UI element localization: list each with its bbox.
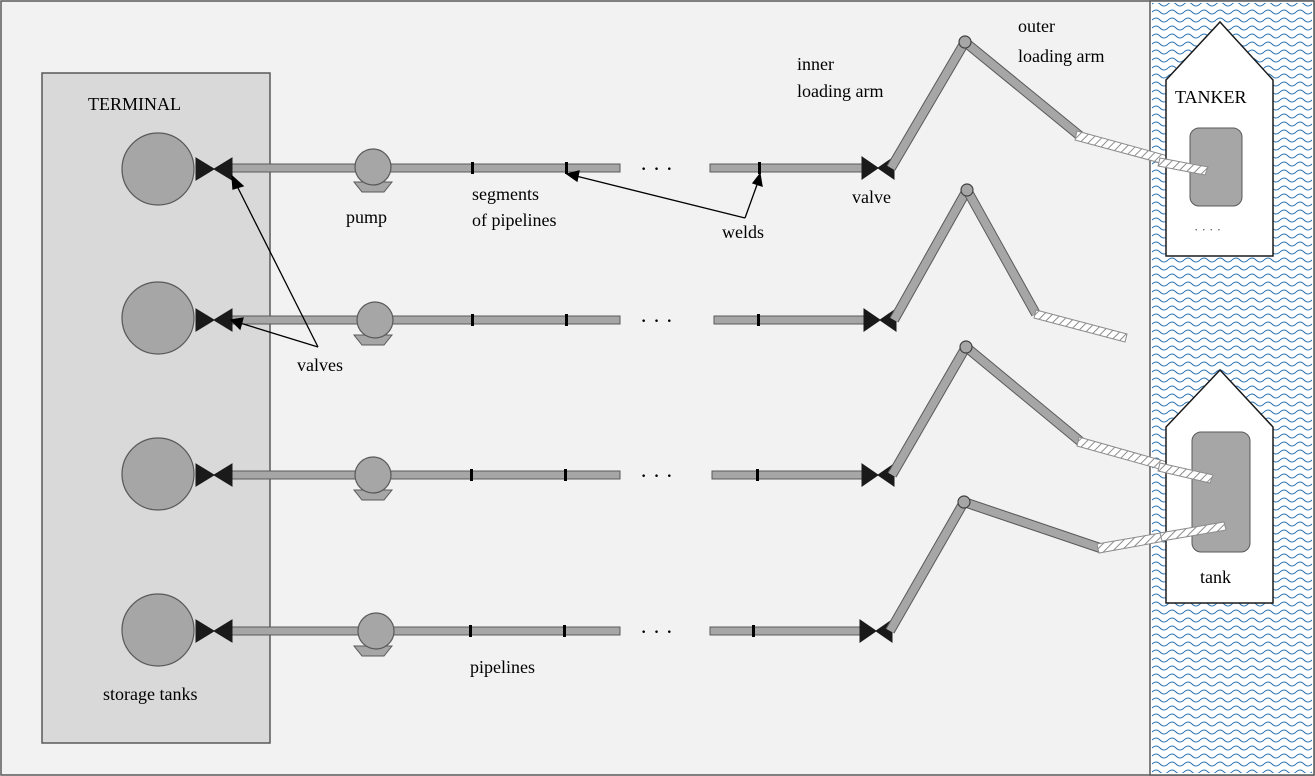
arrow-line [575, 175, 746, 219]
loading-hose [1033, 309, 1128, 343]
weld-mark [758, 162, 761, 174]
storage-tank [121, 281, 195, 355]
arrow-line [744, 181, 759, 219]
pipeline-segment [709, 626, 863, 636]
arm-valves [859, 156, 897, 643]
tanker-tank [1191, 431, 1251, 553]
storage-tanks [121, 132, 195, 667]
pipelines-group [229, 163, 865, 636]
valve-icon [195, 619, 233, 643]
pump-icon [352, 612, 395, 657]
inner-arm-label-line2: loading arm [797, 81, 883, 101]
pipeline-ellipsis: · · · [640, 308, 673, 333]
pipelines-label: pipelines [470, 657, 535, 677]
arrow-head [231, 174, 245, 190]
weld-mark [752, 625, 755, 637]
tank-label: tank [1200, 567, 1231, 587]
pump-icon [352, 301, 394, 346]
pipeline-segment [229, 626, 621, 636]
terminal-valves [195, 157, 233, 643]
valve-label: valve [852, 187, 891, 207]
arrow-head [229, 317, 244, 331]
pipeline-segment [229, 163, 621, 173]
inner-arm-label-line1: inner [797, 54, 834, 74]
valve-icon [861, 463, 895, 487]
arm-joint [957, 495, 971, 509]
weld-mark [565, 162, 568, 174]
tanker-label: TANKER [1175, 87, 1247, 107]
outer-arm-label-line2: loading arm [1018, 46, 1104, 66]
tanker-tank-ellipsis: · · · · [1194, 222, 1221, 237]
pipeline-segment [711, 470, 863, 480]
weld-mark [470, 469, 473, 481]
weld-mark [756, 469, 759, 481]
pipeline-ellipsis: · · · [640, 619, 673, 644]
outer-arm-label-line1: outer [1018, 16, 1055, 36]
arrow-line [239, 322, 319, 348]
loading-arm [889, 183, 1128, 343]
arrow-head [751, 172, 763, 187]
pumps-group [352, 148, 395, 657]
weld-mark [471, 162, 474, 174]
storage-tank [121, 593, 195, 667]
tanker-bottom [1165, 368, 1274, 604]
tanker-top: TANKER · · · · [1165, 20, 1274, 257]
pipeline-segment [709, 163, 863, 173]
weld-mark [471, 314, 474, 326]
pipeline-ellipsis: · · · [640, 156, 673, 181]
arrow-head [565, 170, 580, 183]
loading-hose [1159, 521, 1227, 542]
arm-joint [960, 183, 974, 197]
pipeline-segment [229, 470, 621, 480]
arm-joint [958, 35, 972, 49]
pump-icon [352, 456, 394, 501]
valve-icon [195, 157, 233, 181]
pump-icon [352, 148, 394, 193]
loading-arms [885, 35, 1227, 634]
valves-label: valves [297, 355, 343, 375]
annotation-arrows [229, 170, 763, 348]
weld-mark [469, 625, 472, 637]
pipeline-segment [229, 315, 621, 325]
welds-group [469, 162, 761, 637]
pipeline-segment [713, 315, 865, 325]
weld-mark [563, 625, 566, 637]
storage-tanks-label: storage tanks [103, 684, 197, 704]
welds-label: welds [722, 222, 764, 242]
arm-joint [959, 340, 973, 354]
valve-icon [863, 308, 897, 332]
weld-mark [564, 469, 567, 481]
arrow-line [235, 183, 319, 348]
valve-icon [195, 463, 233, 487]
loading-hose [1157, 157, 1209, 176]
terminal-label: TERMINAL [88, 94, 181, 114]
weld-mark [757, 314, 760, 326]
segments-label-line2: of pipelines [472, 210, 556, 230]
storage-tank [121, 132, 195, 206]
pump-label: pump [346, 207, 387, 227]
segments-label-line1: segments [472, 184, 539, 204]
pipeline-ellipsis: · · · [640, 463, 673, 488]
weld-mark [565, 314, 568, 326]
storage-tank [121, 437, 195, 511]
loading-hose [1157, 462, 1214, 484]
